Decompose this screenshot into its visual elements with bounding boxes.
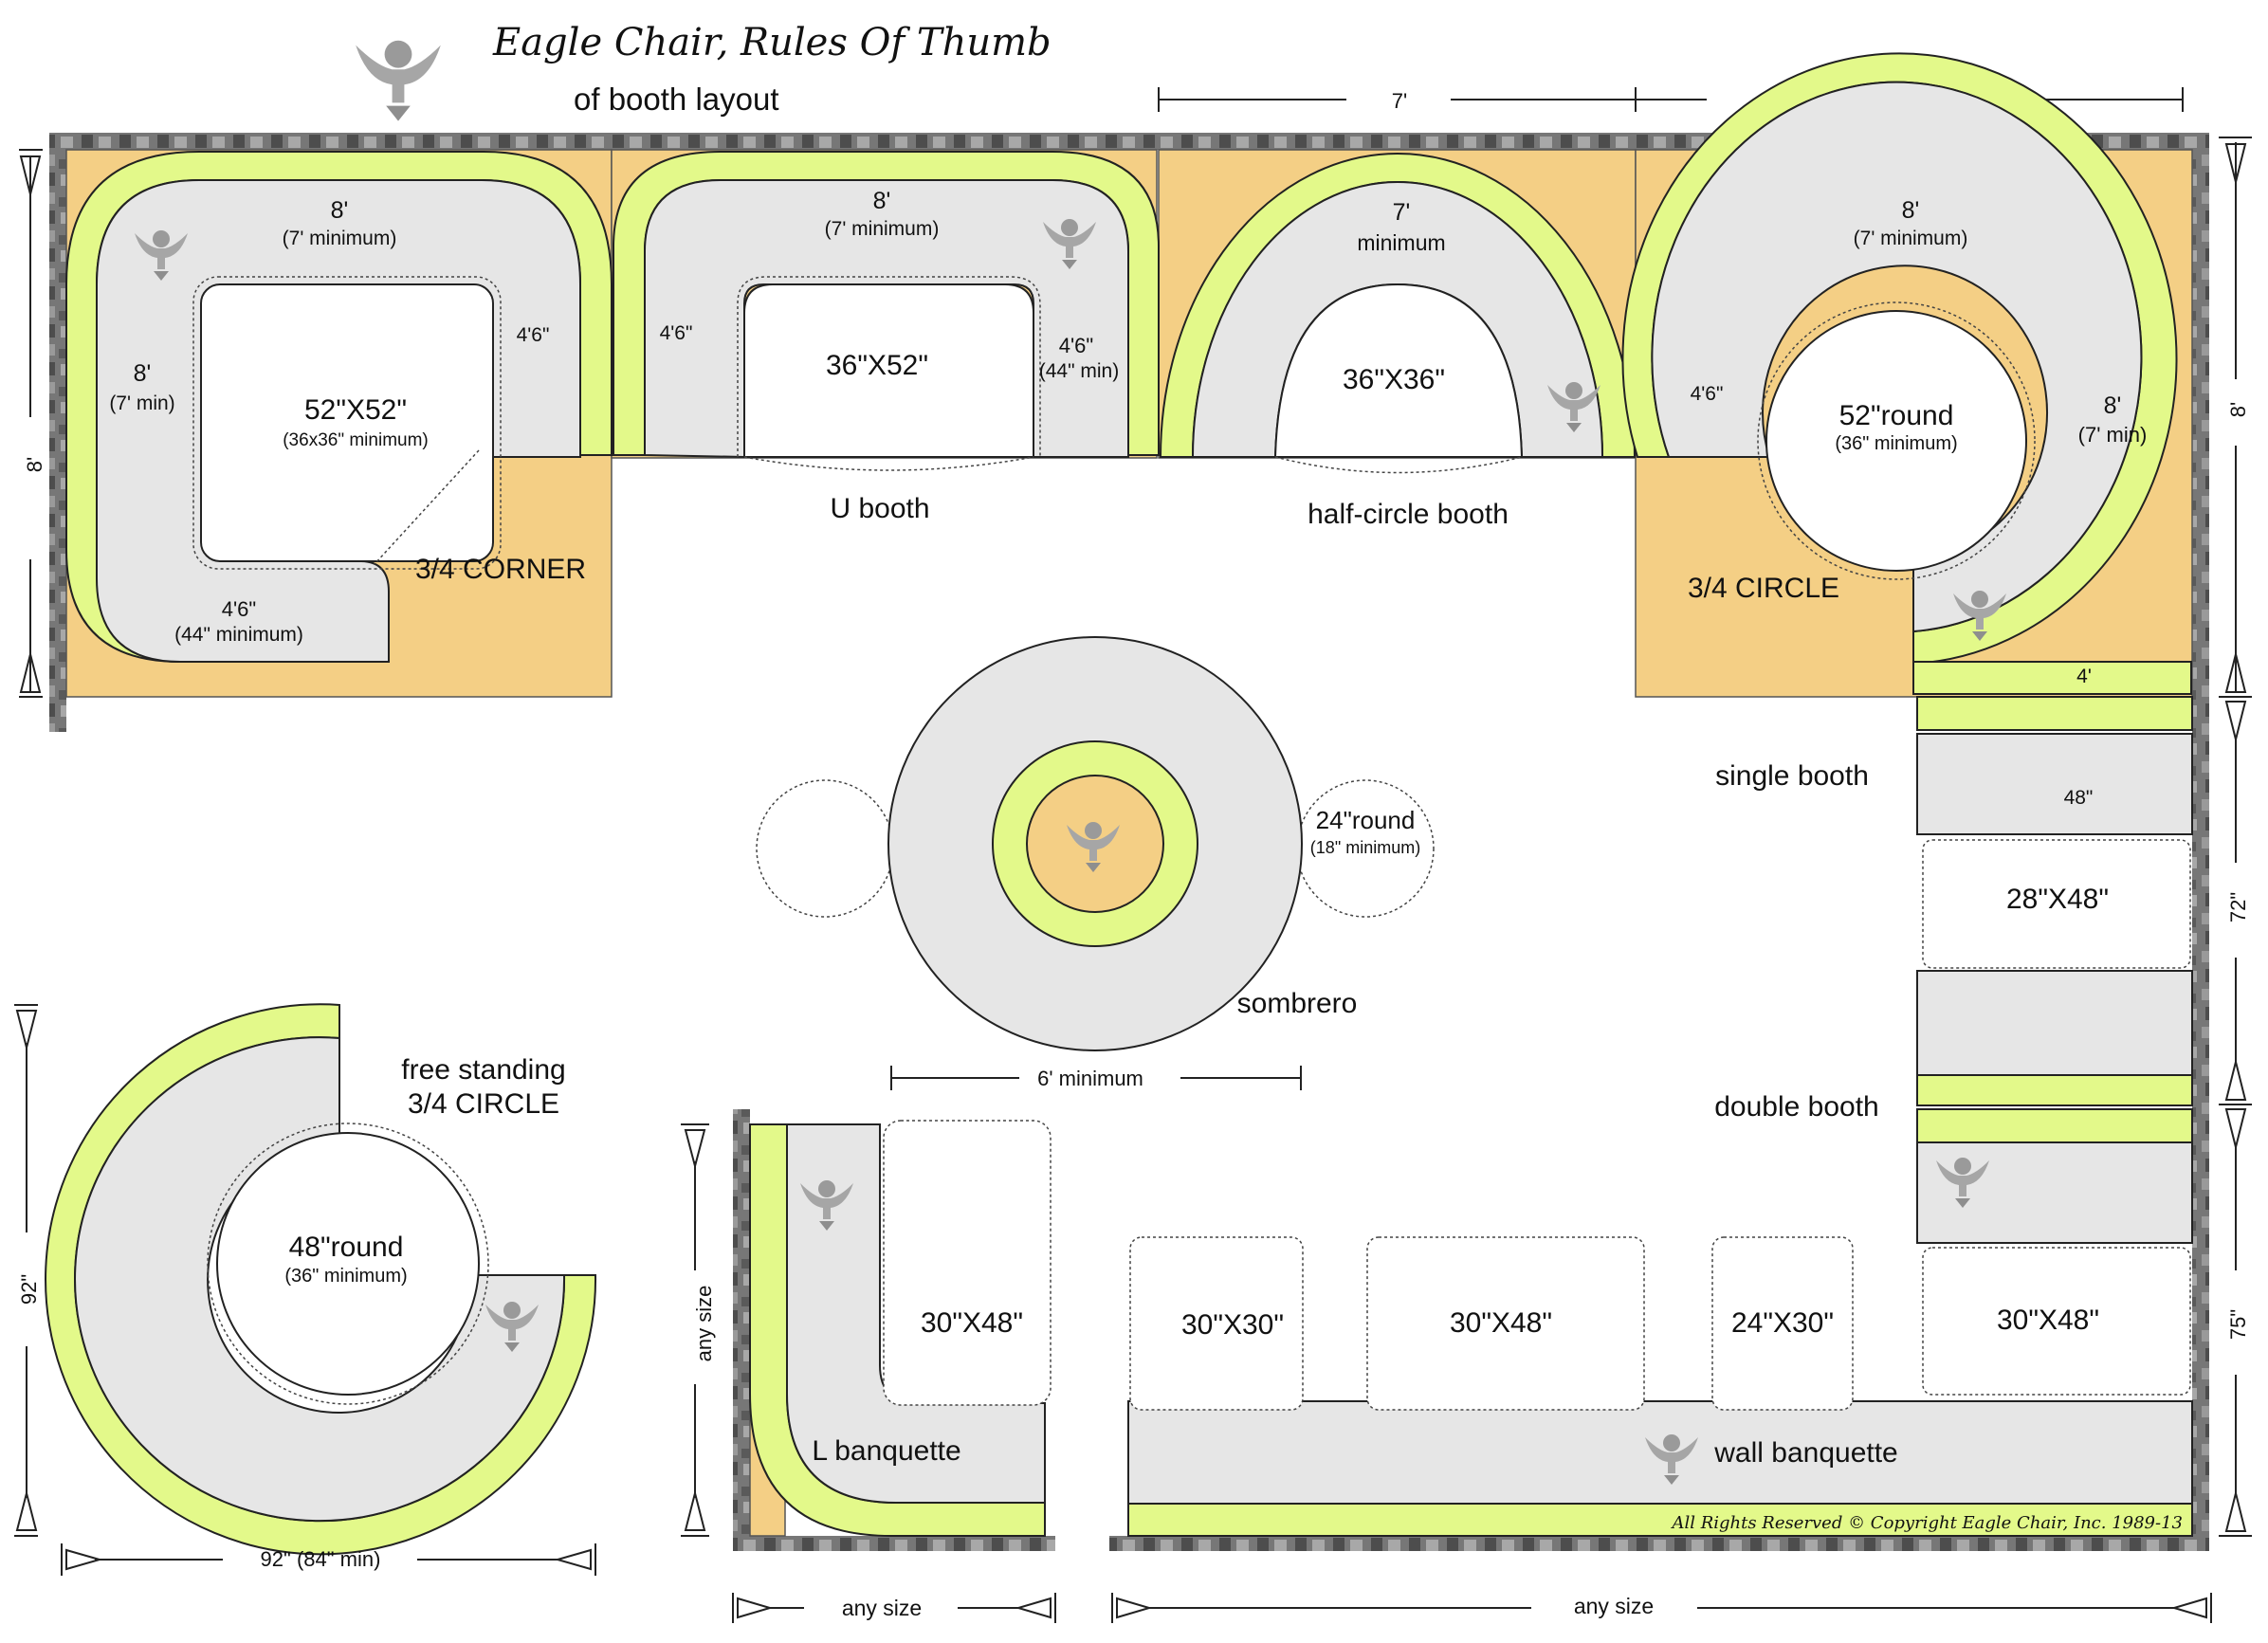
page-subtitle: of booth layout <box>574 82 779 117</box>
half-top-min: minimum <box>1357 230 1445 255</box>
free-table-size: 48"round <box>289 1232 404 1263</box>
sombrero-label: sombrero <box>1237 988 1358 1019</box>
half-table-size: 36"X36" <box>1343 364 1445 395</box>
free-standing-label-2: 3/4 CIRCLE <box>408 1088 559 1120</box>
circle-bottom-depth: 4' <box>2076 666 2092 687</box>
wall <box>49 133 2209 1551</box>
l-banquette-width: any size <box>842 1596 922 1620</box>
wall-table-3: 24"X30" <box>1731 1307 1834 1339</box>
half-circle-booth <box>1159 153 1637 474</box>
u-booth-label: U booth <box>830 493 929 524</box>
circle-booth-label: 3/4 CIRCLE <box>1688 573 1839 604</box>
page-title: Eagle Chair, Rules Of Thumb <box>492 21 1052 64</box>
wall-table-2: 30"X48" <box>1450 1307 1552 1339</box>
corner-booth <box>65 151 613 663</box>
left-dimension <box>19 149 43 698</box>
wall-banquette-label: wall banquette <box>1713 1437 1897 1469</box>
single-table-size: 28"X48" <box>2006 884 2109 915</box>
circle-left-depth: 4'6" <box>1691 383 1724 405</box>
booth-column <box>1916 696 2193 1396</box>
corner-top-len: 8' <box>331 197 349 224</box>
circle-top-min: (7' minimum) <box>1854 228 1968 249</box>
corner-booth-label: 3/4 CORNER <box>415 554 586 585</box>
free-standing-dimensions <box>14 1004 596 1576</box>
u-top-len: 8' <box>873 188 891 214</box>
free-table-min: (36" minimum) <box>284 1266 407 1287</box>
circle-top-len: 8' <box>1902 197 1920 224</box>
right-dim-bottom: 75" <box>2226 1309 2250 1340</box>
half-booth-label: half-circle booth <box>1308 499 1509 530</box>
u-left-depth: 4'6" <box>660 322 693 344</box>
corner-bottom-depth: 4'6" <box>222 597 256 621</box>
u-booth <box>613 151 1160 471</box>
corner-table-min: (36x36" minimum) <box>283 430 429 450</box>
free-standing-label-1: free standing <box>401 1054 565 1086</box>
free-standing-width: 92" (84" min) <box>261 1547 381 1571</box>
corner-table-size: 52"X52" <box>304 394 407 426</box>
u-right-min: (44" min) <box>1039 360 1119 382</box>
right-dim-mid: 72" <box>2226 892 2250 922</box>
wall-banquette-width: any size <box>1574 1594 1654 1618</box>
free-standing-height: 92" <box>17 1274 41 1305</box>
right-dim-top: 8' <box>2226 402 2250 417</box>
sombrero-dimension <box>890 1066 1302 1090</box>
double-table-size: 30"X48" <box>1997 1305 2099 1336</box>
circle-side-len: 8' <box>2104 392 2122 419</box>
logo <box>356 40 441 121</box>
wall-banquette <box>1127 1236 2193 1537</box>
wall-table-1: 30"X30" <box>1181 1309 1284 1341</box>
single-depth: 48" <box>2064 787 2094 809</box>
circle-side-min: (7' min) <box>2078 423 2148 447</box>
double-booth-label: double booth <box>1714 1091 1879 1123</box>
corner-side-min: (7' min) <box>109 392 174 414</box>
free-standing-circle <box>45 1003 597 1556</box>
right-dimension <box>2219 137 2252 1537</box>
sombrero-table-size: 24"round <box>1316 806 1416 834</box>
single-booth-label: single booth <box>1715 760 1869 792</box>
corner-side-len: 8' <box>134 360 152 387</box>
corner-depth: 4'6" <box>517 324 550 346</box>
top-dim-left: 7' <box>1392 89 1407 113</box>
u-table-size: 36"X52" <box>826 350 928 381</box>
sombrero-width: 6' minimum <box>1037 1067 1143 1090</box>
copyright: All Rights Reserved © Copyright Eagle Ch… <box>1670 1513 2183 1533</box>
wall-banquette-dimension <box>1111 1593 2212 1623</box>
u-right-depth: 4'6" <box>1059 334 1093 357</box>
circle-table-min: (36" minimum) <box>1835 433 1957 454</box>
left-dim-label: 8' <box>23 457 46 472</box>
l-banquette <box>749 1120 1052 1537</box>
u-top-min: (7' minimum) <box>825 218 940 240</box>
l-banquette-label: L banquette <box>812 1435 960 1467</box>
l-banquette-dimensions <box>681 1123 1056 1623</box>
corner-top-min: (7' minimum) <box>283 228 397 249</box>
corner-bottom-min: (44" minimum) <box>174 624 303 646</box>
sombrero-table-min: (18" minimum) <box>1310 838 1420 857</box>
half-top-len: 7' <box>1393 199 1411 226</box>
l-table-size: 30"X48" <box>921 1307 1023 1339</box>
circle-table-size: 52"round <box>1839 400 1954 431</box>
l-banquette-height: any size <box>692 1286 716 1362</box>
circle-booth <box>1621 52 2192 695</box>
